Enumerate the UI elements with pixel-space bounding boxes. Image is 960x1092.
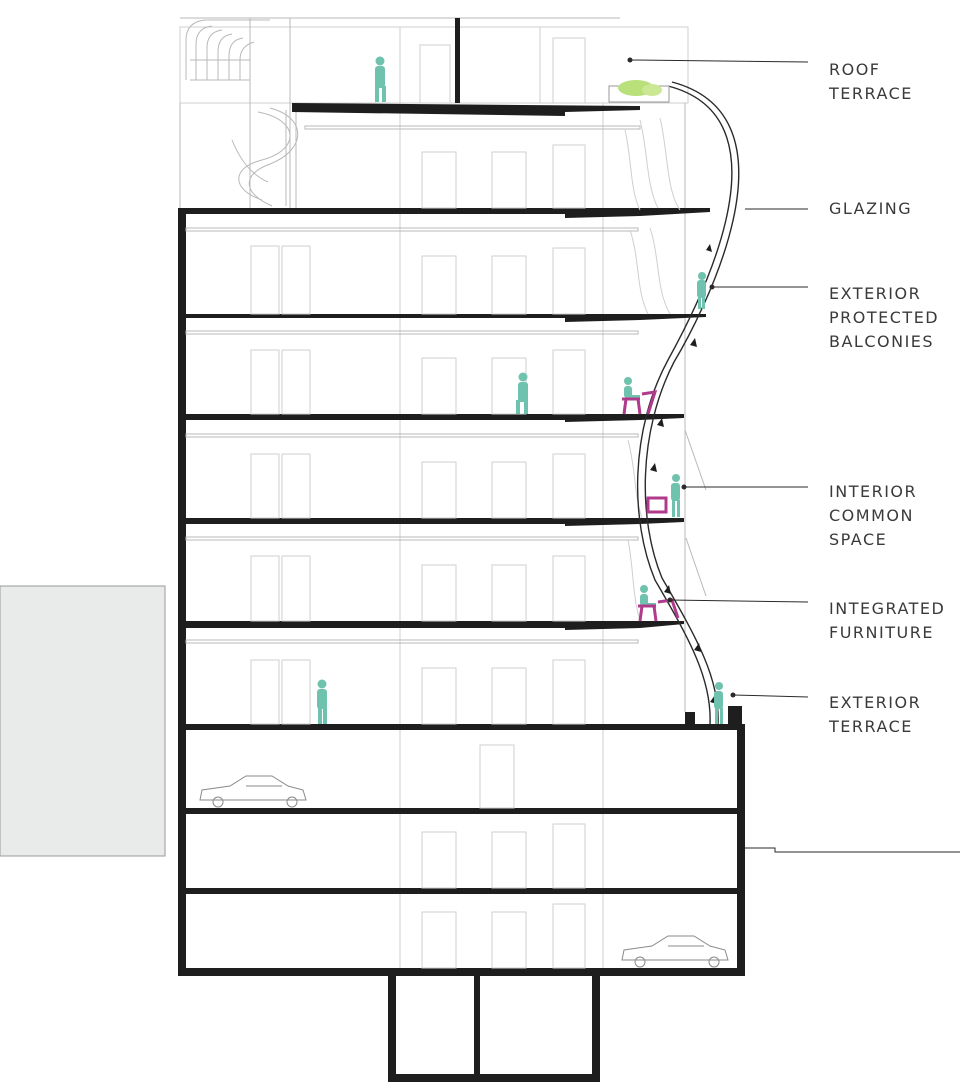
glass-fins [624,117,707,621]
floor-slabs [178,103,745,894]
leader-lines [627,57,809,698]
label-roof-terrace: ROOF TERRACE [829,58,913,106]
person-balcony-1 [697,272,706,309]
label-line: SPACE [829,530,888,549]
left-wall [178,208,186,976]
person-common-space [671,474,680,517]
label-line: FURNITURE [829,623,934,642]
label-line: COMMON [829,506,914,525]
person-interior-2 [317,679,327,724]
ground-line [742,847,960,853]
person-interior-1 [516,372,528,414]
roof-planter [608,80,670,103]
label-line: EXTERIOR [829,693,922,712]
label-line: TERRACE [829,84,913,103]
people [317,56,723,724]
basement-floor [178,968,745,976]
car-lower [621,935,729,968]
car-upper [199,775,307,808]
doors [250,144,586,969]
label-integrated-furniture: INTEGRATED FURNITURE [829,597,945,645]
cars [199,775,729,968]
right-basement-wall [737,728,745,976]
foundation [388,976,600,1082]
roof-pavilion [179,17,689,210]
neighbor-building [0,585,166,857]
label-line: EXTERIOR [829,284,922,303]
label-line: GLAZING [829,199,913,218]
person-seated-2 [640,585,656,606]
person-seated-1 [624,377,640,398]
label-line: INTEGRATED [829,599,946,618]
label-interior-common-space: INTERIOR COMMON SPACE [829,480,917,552]
label-line: ROOF [829,60,881,79]
label-line: PROTECTED [829,308,940,327]
label-line: BALCONIES [829,332,935,351]
person-roof [375,56,386,102]
label-exterior-protected-balconies: EXTERIOR PROTECTED BALCONIES [829,282,939,354]
ceiling-lines [185,125,641,644]
integrated-furniture [622,390,680,622]
label-line: TERRACE [829,717,913,736]
label-exterior-terrace: EXTERIOR TERRACE [829,691,921,739]
person-exterior-terrace [714,682,723,724]
label-line: INTERIOR [829,482,918,501]
label-glazing: GLAZING [829,197,912,221]
